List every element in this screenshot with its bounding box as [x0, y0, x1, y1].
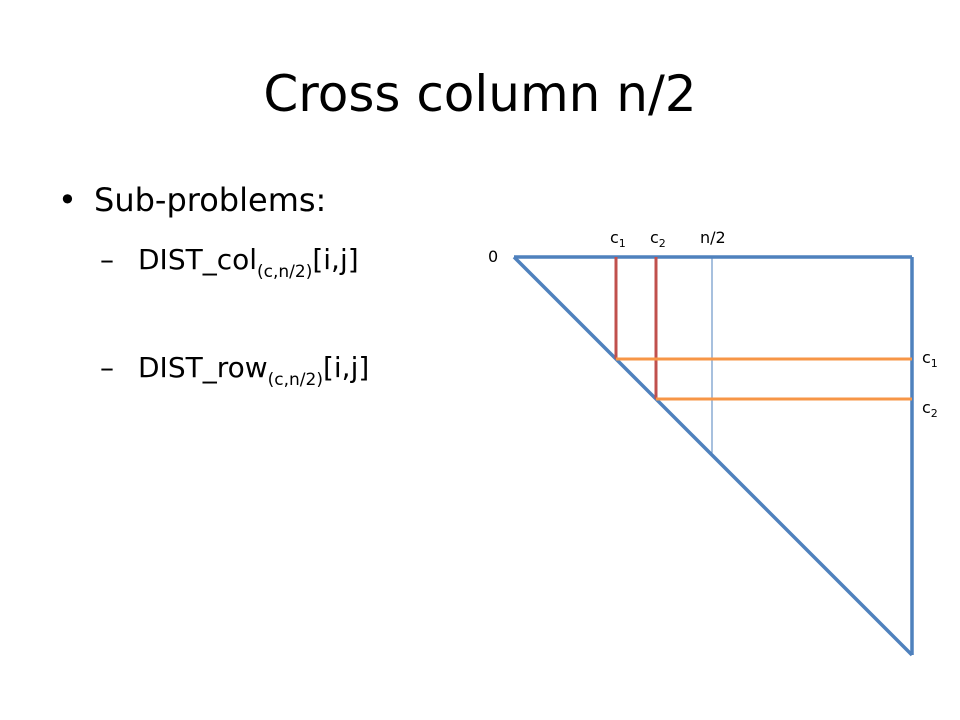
label-base: c [610, 228, 619, 247]
label-base: c [922, 348, 931, 367]
sub-bullet-subscript: (c,n/2) [257, 262, 313, 282]
label-base: c [650, 228, 659, 247]
label-subscript: 2 [659, 237, 666, 250]
label-subscript: 1 [619, 237, 626, 250]
label-base: c [922, 398, 931, 417]
sub-bullet-tail: [i,j] [322, 351, 370, 384]
label-top-n-half: n/2 [700, 228, 726, 247]
sub-bullet-dist-col: –DIST_col(c,n/2)[i,j] [100, 242, 359, 290]
sub-bullet-subscript: (c,n/2) [267, 370, 323, 390]
sub-bullet-tail: [i,j] [312, 243, 359, 276]
sub-bullet-dash: – [100, 351, 114, 384]
sub-bullet-base: DIST_row [138, 351, 268, 384]
label-subscript: 2 [931, 407, 938, 420]
label-top-c1: c1 [610, 228, 626, 250]
sub-bullet-dist-row: –DIST_row(c,n/2)[i,j] [100, 350, 369, 398]
triangle-diagonal [512, 255, 914, 657]
label-origin: 0 [488, 247, 498, 266]
label-right-c1: c1 [922, 348, 938, 370]
triangle-outline [512, 255, 914, 657]
sub-bullet-dash: – [100, 243, 114, 276]
bullet-dot: • [58, 181, 77, 219]
sub-bullet-base: DIST_col [138, 243, 257, 276]
bullet-sub-problems: • Sub-problems: [58, 180, 326, 220]
label-right-c2: c2 [922, 398, 938, 420]
slide-title: Cross column n/2 [263, 65, 697, 123]
label-subscript: 1 [931, 357, 938, 370]
bullet-text: Sub-problems: [94, 181, 327, 219]
label-top-c2: c2 [650, 228, 666, 250]
